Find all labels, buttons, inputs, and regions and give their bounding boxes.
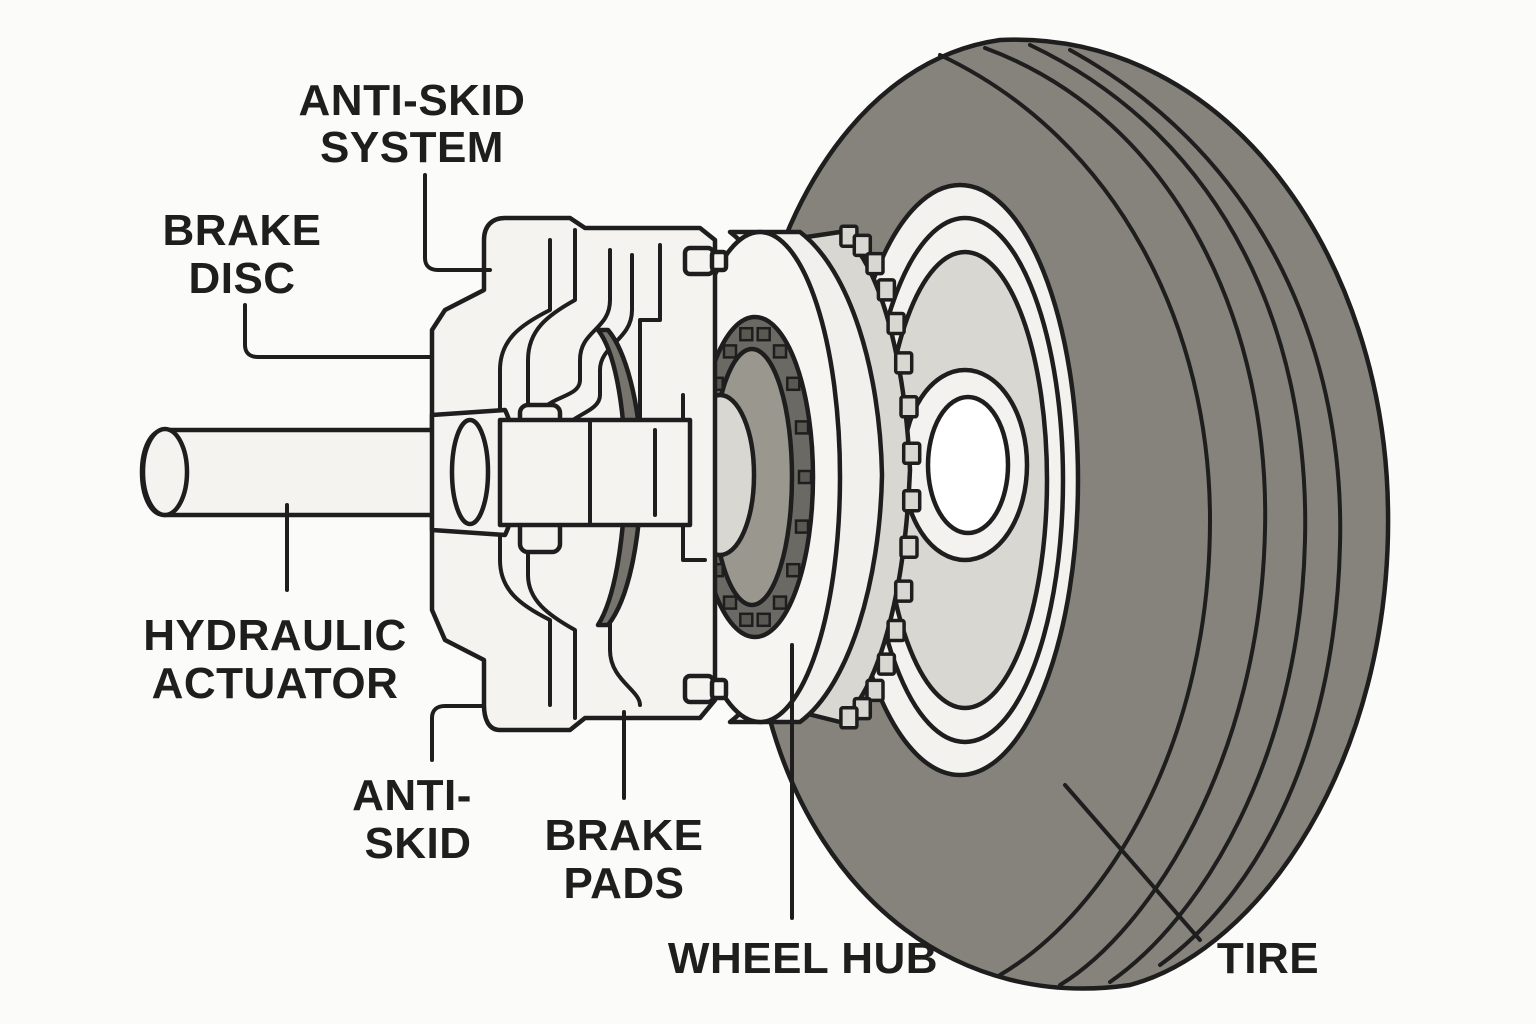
tire-sidewall-edge <box>938 53 1212 977</box>
tone-ring-tooth <box>865 251 885 276</box>
label-anti-skid-system-line2: SYSTEM <box>320 123 504 172</box>
hub-bearing-inner <box>925 394 1011 536</box>
tire-tread-groove <box>1068 48 1343 967</box>
brake-pad <box>595 327 645 628</box>
label-anti-skid-system-line1: ANTI-SKID <box>299 76 526 125</box>
axle-spindle <box>497 417 693 528</box>
hydraulic-line <box>608 598 642 707</box>
tone-ring-tooth <box>839 706 859 730</box>
housing-channel <box>526 228 577 720</box>
caliper-bolt <box>682 245 716 277</box>
axle-collar-face <box>449 417 491 527</box>
leader-tire <box>1063 783 1202 942</box>
tone-ring-tooth <box>886 311 906 336</box>
tone-ring-tooth <box>893 579 914 603</box>
hub-gear-tooth <box>786 562 801 578</box>
leader-brake-disc <box>243 303 434 359</box>
label-anti-skid-line1: ANTI- <box>352 771 472 820</box>
hub-gear-tooth <box>794 420 810 435</box>
hub-gear-tooth <box>786 376 801 392</box>
tone-ring-tooth <box>899 535 919 559</box>
label-brake-pads-line2: PADS <box>564 859 685 908</box>
labels: ANTI-SKID SYSTEM BRAKE DISC HYDRAULIC AC… <box>143 76 1319 983</box>
hub-gear-tooth <box>756 326 771 342</box>
hub-gear-tooth <box>772 344 788 359</box>
hub-gear-tooth <box>756 612 771 628</box>
hub-gear-teeth <box>697 326 813 628</box>
tone-ring-tooth <box>901 441 922 466</box>
tone-ring-tooth <box>876 278 897 302</box>
caliper-bolt <box>682 673 716 705</box>
label-brake-pads-line1: BRAKE <box>545 811 704 860</box>
tone-ring-tooth <box>865 678 885 703</box>
leader-anti-skid <box>430 704 486 762</box>
tone-ring-teeth <box>839 224 922 730</box>
tire-group <box>755 37 1391 991</box>
axle-shaft-end <box>140 426 190 518</box>
tone-ring-tooth <box>899 395 919 419</box>
tire-tread-groove <box>983 46 1268 987</box>
caliper-bolt <box>709 249 729 273</box>
label-hydraulic-actuator-line2: ACTUATOR <box>152 659 399 708</box>
label-wheel-hub: WHEEL HUB <box>668 934 938 983</box>
tone-ring-tooth <box>886 618 906 643</box>
hub-gear-tooth <box>722 344 738 359</box>
leader-lines <box>243 173 1202 942</box>
label-anti-skid-line2: SKID <box>364 819 471 868</box>
leader-anti-skid-system <box>423 173 492 272</box>
hub-gear-tooth <box>797 469 813 485</box>
hub-gear-tooth <box>794 519 810 534</box>
tone-ring-tooth <box>901 488 922 513</box>
tire-tread-groove <box>1028 43 1308 984</box>
caliper-bolt <box>709 677 729 701</box>
label-brake-disc-line2: DISC <box>188 254 295 303</box>
tone-ring-tooth <box>876 652 897 676</box>
hub-gear-tooth <box>722 595 738 610</box>
axle-shaft-group <box>139 407 693 538</box>
hub-gear-tooth <box>772 595 788 610</box>
label-tire: TIRE <box>1217 934 1319 983</box>
tone-ring-tooth <box>852 233 873 258</box>
hub-gear-tooth <box>739 326 754 342</box>
label-brake-disc-line1: BRAKE <box>163 206 322 255</box>
brake-disc-group <box>677 224 922 730</box>
tone-ring-tooth <box>893 351 914 375</box>
label-hydraulic-actuator-line1: HYDRAULIC <box>143 611 407 660</box>
hub-gear-tooth <box>739 612 754 628</box>
